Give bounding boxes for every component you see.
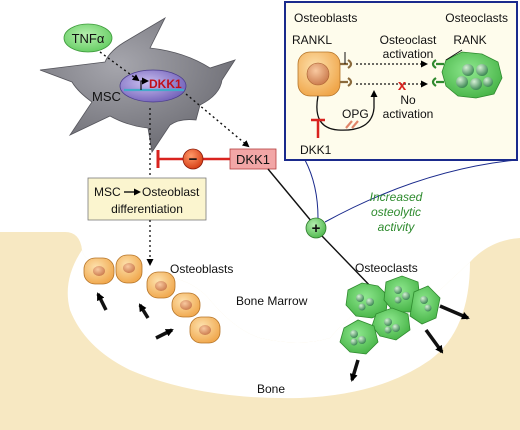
inset-rankl-receptors	[340, 59, 353, 87]
inset-osteoblast-nucleus	[306, 62, 330, 86]
inset-rankl-label: RANKL	[292, 33, 332, 47]
dkk1-to-plus-line	[267, 168, 313, 223]
osteoblast-bone-formation-arrows	[96, 292, 174, 340]
inset-no-activation-2: activation	[383, 107, 434, 121]
increased-line-2: osteolytic	[371, 205, 421, 219]
tnf-alpha-bubble	[63, 23, 113, 53]
tnf-alpha-label: TNFα	[72, 31, 105, 46]
minus-circle	[182, 148, 204, 170]
inset-block-x: x	[398, 77, 407, 94]
dkk1-gene-label: DKK1	[149, 77, 182, 91]
transcription-start-mark	[140, 77, 149, 90]
inset-activation-1: Osteoclast	[380, 33, 437, 47]
osteoclast-cell	[339, 319, 379, 355]
inset-rank-connector	[445, 49, 463, 61]
inset-rank-label: RANK	[453, 33, 486, 47]
inset-dkk1-label: DKK1	[300, 143, 332, 157]
differentiation-osteoblast-label: Osteoblast	[142, 185, 200, 199]
plus-sign: +	[312, 220, 321, 237]
osteoblast-nucleus	[199, 325, 211, 335]
msc-label: MSC	[92, 89, 121, 104]
increased-line-3: activity	[378, 220, 416, 234]
bone-label: Bone	[257, 382, 285, 396]
bone-marrow-label: Bone Marrow	[236, 294, 308, 308]
inset-dkk1-inhibition	[311, 118, 325, 138]
inset-osteoclast-nuclei	[456, 64, 493, 90]
inset-activation-2: activation	[383, 47, 434, 61]
increased-line-1: Increased	[370, 190, 423, 204]
plus-to-osteoclasts-arrow	[321, 235, 378, 294]
osteoclasts-label: Osteoclasts	[355, 261, 418, 275]
osteoblast-nucleus	[180, 300, 192, 310]
osteoclast-cell	[409, 285, 441, 325]
osteoblast-nucleus	[123, 263, 135, 273]
osteoclast-cluster	[339, 275, 441, 355]
plus-circle	[305, 217, 327, 239]
differentiation-msc-label: MSC	[94, 185, 121, 199]
inset-opg-loop	[316, 90, 378, 131]
dkk1-protein-label: DKK1	[236, 152, 270, 167]
inset-opg-molecule	[345, 120, 359, 129]
inset-opg-label: OPG	[342, 107, 369, 121]
osteoblast-nucleus	[93, 266, 105, 276]
inset-osteoclasts-title: Osteoclasts	[445, 11, 508, 25]
inset-rank-receptors	[431, 59, 444, 87]
inset-connector-right	[324, 159, 517, 223]
osteoblast-cluster	[83, 254, 221, 344]
differentiation-label: differentiation	[111, 202, 183, 216]
osteoclast-resorption-arrows	[349, 304, 470, 382]
osteoclast-nuclei	[350, 286, 432, 346]
osteoblast-nucleus	[155, 281, 167, 291]
differentiation-box	[87, 177, 207, 221]
minus-sign: −	[189, 151, 198, 168]
inset-osteoblasts-title: Osteoblasts	[294, 11, 357, 25]
nucleus-to-dkk1-arrow	[185, 93, 250, 148]
inset-connector	[304, 159, 319, 219]
osteoblasts-label: Osteoblasts	[170, 262, 233, 276]
inset-no-activation-1: No	[400, 93, 416, 107]
